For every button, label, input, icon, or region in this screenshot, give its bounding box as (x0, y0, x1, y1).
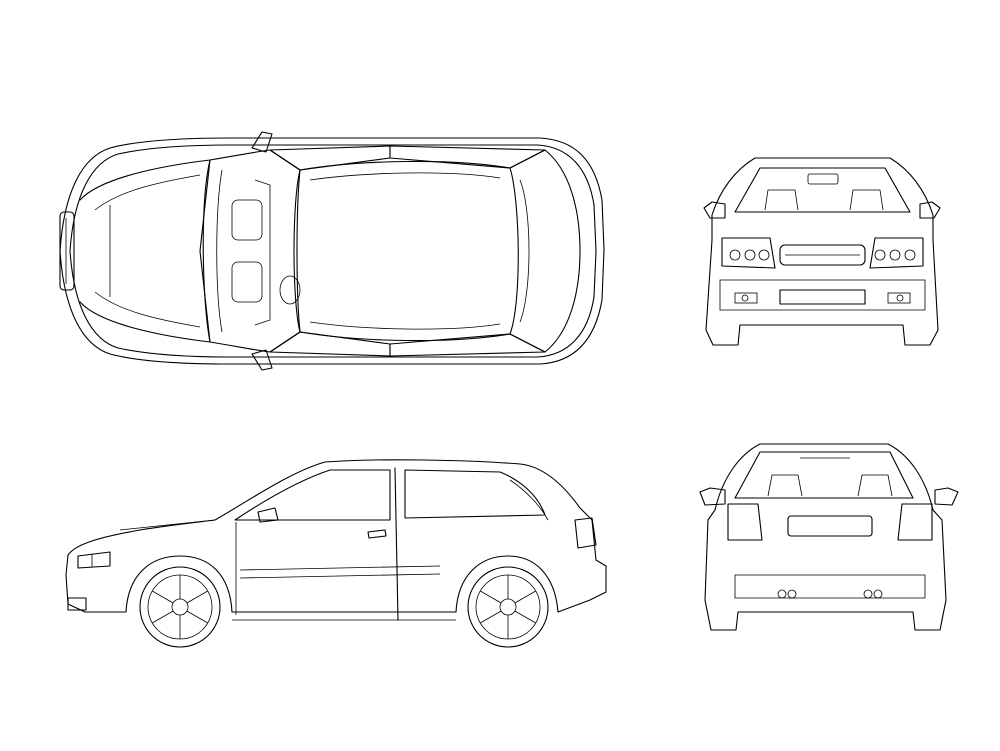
front-right-headlight (869, 237, 924, 269)
side-mirror (257, 507, 279, 523)
front-body-outline (705, 157, 939, 346)
front-windshield (734, 167, 911, 213)
rear-right-mirror (934, 487, 959, 506)
rear-right-taillight (897, 503, 933, 541)
rear-body-outline (704, 443, 947, 631)
rear-left-taillight (727, 503, 763, 541)
side-front-window (234, 469, 391, 521)
rear-view (699, 443, 959, 631)
rear-left-mirror (699, 487, 726, 506)
top-view-hood (59, 159, 211, 343)
front-left-headlight (721, 237, 776, 269)
side-rear-window (404, 469, 546, 519)
top-grille (59, 211, 75, 291)
top-right-mirror (251, 349, 273, 371)
front-license-plate (779, 289, 866, 305)
top-view-rear-window (509, 149, 581, 353)
top-view-mirrors (251, 131, 273, 371)
rear-license-plate (787, 515, 873, 537)
front-right-mirror (919, 201, 941, 219)
side-view (65, 459, 607, 648)
rear-window (734, 451, 914, 499)
side-fog-light (67, 597, 87, 611)
front-grille (779, 244, 866, 266)
top-view-roof (293, 160, 519, 342)
side-headlight (77, 551, 111, 569)
top-left-mirror (251, 131, 273, 153)
side-front-wheel (139, 566, 221, 648)
rear-exhaust (777, 589, 883, 599)
front-left-mirror (703, 201, 726, 219)
top-view (59, 131, 605, 371)
side-taillight (574, 517, 597, 549)
front-view (703, 157, 941, 346)
side-rear-wheel (467, 566, 549, 648)
top-view-interior (231, 179, 301, 326)
side-door-line (394, 467, 399, 621)
top-view-side-glass (269, 145, 546, 357)
side-door-handle (367, 529, 387, 539)
top-view-windshield (202, 149, 301, 353)
